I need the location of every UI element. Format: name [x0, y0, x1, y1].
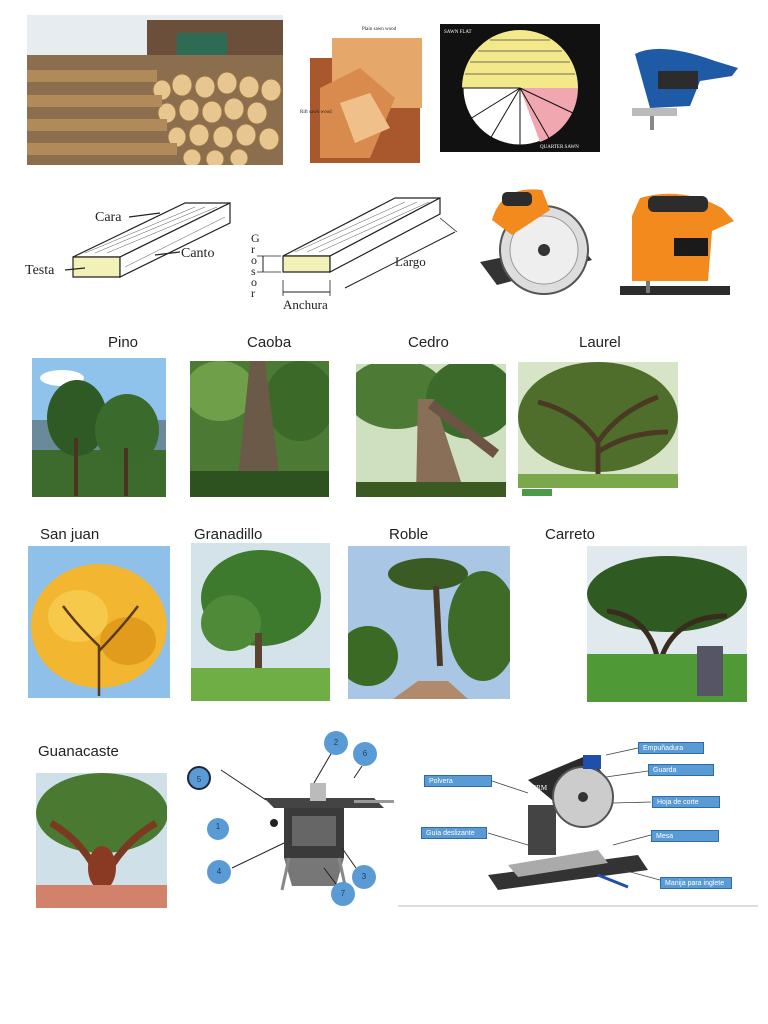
sawing-pattern-diagram: SAWN FLAT QUARTER SAWN — [440, 24, 600, 152]
roble-photo — [348, 546, 510, 699]
carreto-photo — [587, 546, 747, 702]
ferm-brand-label: FERM — [528, 784, 548, 792]
log-pile-photo — [27, 15, 283, 165]
canto-label: Canto — [181, 246, 214, 261]
miter-label-empunadura: Empuñadura — [638, 742, 704, 754]
sawn-flat-label: SAWN FLAT — [444, 30, 472, 35]
quarter-sawn-label: QUARTER SAWN — [540, 145, 579, 150]
plain-sawn-label: Plain sawn wood — [362, 27, 397, 32]
table-saw-callout-5: 5 — [187, 766, 211, 790]
table-saw-callout-4: 4 — [207, 860, 231, 884]
tree-label-laurel: Laurel — [579, 334, 621, 351]
table-saw-callout-7: 7 — [331, 882, 355, 906]
miter-label-polvera: Polvera — [424, 775, 492, 787]
largo-label: Largo — [395, 254, 426, 269]
tree-label-san-juan: San juan — [40, 526, 100, 543]
cara-label: Cara — [95, 210, 122, 225]
pino-photo — [32, 358, 166, 497]
san-juan-photo — [28, 546, 170, 698]
table-saw-callout-2: 2 — [324, 731, 348, 755]
bosch-jigsaw-photo — [620, 36, 740, 136]
miter-label-manija-inglete: Manija para inglete — [660, 877, 732, 889]
tree-label-roble: Roble — [389, 526, 429, 543]
miter-label-mesa: Mesa — [651, 830, 719, 842]
tree-label-carreto: Carreto — [545, 526, 596, 543]
anchura-label: Anchura — [283, 297, 328, 312]
miter-label-hoja-de-corte: Hoja de corte — [652, 796, 720, 808]
tree-label-caoba: Caoba — [247, 334, 292, 351]
sawn-wood-block-photo: Plain sawn wood Rift sawn wood — [300, 18, 428, 166]
laurel-photo — [518, 362, 678, 498]
tree-label-cedro: Cedro — [408, 334, 449, 351]
table-saw-callout-3: 3 — [352, 865, 376, 889]
tree-label-granadillo: Granadillo — [194, 526, 263, 543]
tree-label-guanacaste: Guanacaste — [38, 743, 119, 760]
table-saw-callout-6: 6 — [353, 742, 377, 766]
cedro-photo — [356, 364, 506, 497]
board-faces-diagram: Cara Canto Testa — [25, 195, 235, 290]
rift-sawn-label: Rift sawn wood — [300, 110, 332, 115]
granadillo-photo — [191, 543, 330, 701]
circular-saw-photo — [472, 180, 600, 302]
table-saw-callout-1: 1 — [207, 818, 229, 840]
orange-jigsaw-photo — [612, 186, 740, 301]
miter-label-guia-deslizante: Guía deslizante — [421, 827, 487, 839]
tree-label-pino: Pino — [108, 334, 139, 351]
guanacaste-photo — [36, 773, 167, 908]
testa-label: Testa — [25, 263, 55, 278]
caoba-photo — [190, 361, 329, 497]
miter-label-guarda: Guarda — [648, 764, 714, 776]
